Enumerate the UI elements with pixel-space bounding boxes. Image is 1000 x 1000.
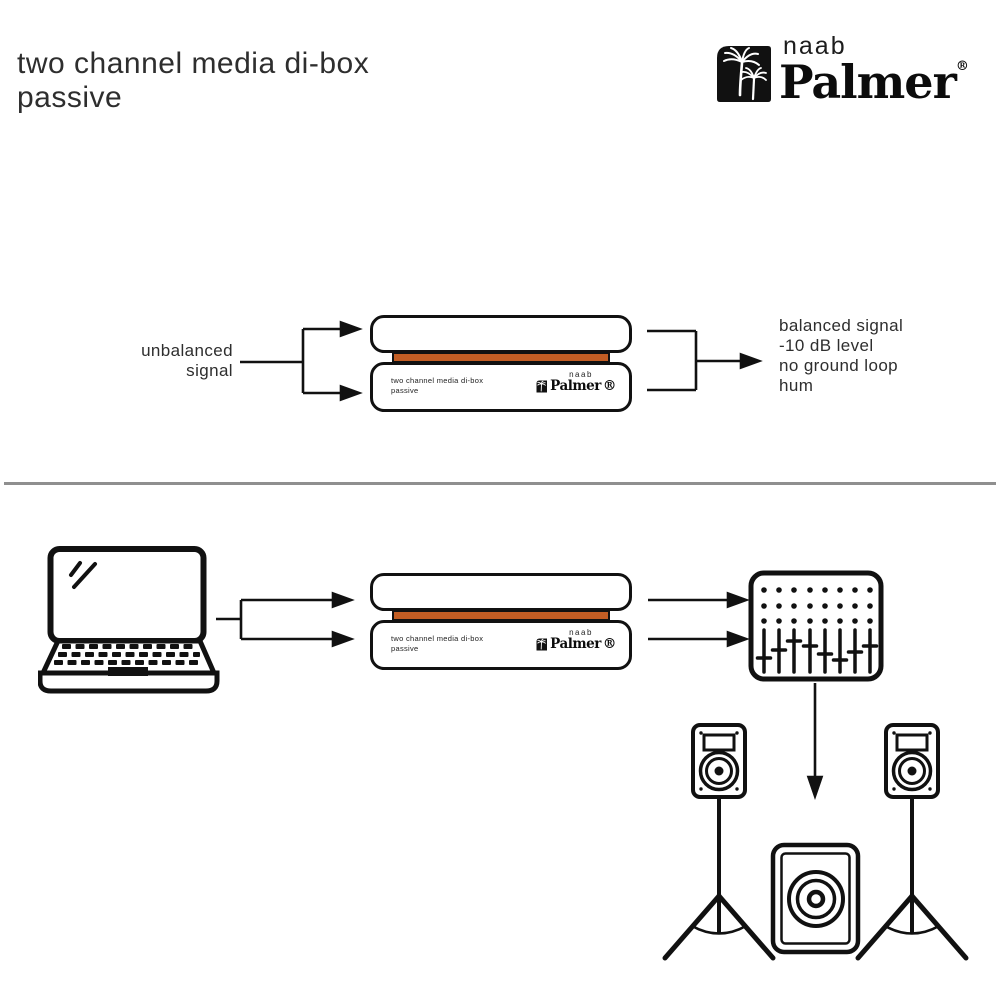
mini-palm-icon bbox=[536, 638, 548, 650]
small-palm-tree bbox=[740, 67, 767, 101]
tripod-brace bbox=[884, 924, 940, 935]
balanced-signal-label: balanced signal -10 dB level no ground l… bbox=[779, 316, 904, 395]
di-box-body: two channel media di-box passive naab Pa… bbox=[370, 620, 632, 670]
speaker-woofer bbox=[891, 750, 933, 792]
speaker-woofer bbox=[698, 750, 740, 792]
brand-logo: naab Palmer® bbox=[716, 32, 969, 109]
laptop-trackpad bbox=[108, 667, 148, 676]
palmer-palm-trees-icon bbox=[717, 46, 771, 103]
mixer-faders bbox=[755, 628, 879, 674]
dibox-to-mixer-arrows bbox=[648, 591, 750, 648]
brand-palmer-text: Palmer® bbox=[779, 55, 969, 109]
di-box-label: two channel media di-box passive bbox=[391, 634, 484, 653]
mini-palm-icon bbox=[536, 380, 548, 392]
brand-wordmark: naab Palmer® bbox=[779, 32, 969, 109]
output-merge-arrow bbox=[647, 329, 763, 392]
speaker-port bbox=[702, 733, 736, 752]
di-box-brand-logo: naab Palmer® bbox=[533, 628, 619, 651]
laptop-keys bbox=[54, 644, 200, 676]
input-split-arrows bbox=[240, 320, 363, 402]
mixer-panel bbox=[748, 570, 884, 682]
speaker-screws bbox=[699, 731, 739, 791]
laptop-base bbox=[38, 670, 220, 694]
mixer-knobs bbox=[761, 587, 873, 624]
di-box-lid bbox=[370, 573, 632, 611]
pa-speakers-illustration bbox=[662, 723, 969, 961]
di-box-body: two channel media di-box passive naab Pa… bbox=[370, 362, 632, 412]
unbalanced-signal-label: unbalanced signal bbox=[141, 341, 233, 380]
di-box-lid bbox=[370, 315, 632, 353]
screen-glare bbox=[69, 561, 97, 589]
laptop-to-dibox-arrows bbox=[216, 591, 355, 648]
page-title: two channel media di-box passive bbox=[17, 47, 369, 115]
subwoofer bbox=[770, 842, 861, 955]
right-speaker bbox=[855, 723, 969, 961]
section-divider bbox=[4, 482, 996, 485]
di-box-label: two channel media di-box passive bbox=[391, 376, 484, 395]
mixer-illustration bbox=[748, 570, 884, 682]
speaker-screws bbox=[892, 731, 932, 791]
registered-mark: ® bbox=[955, 59, 969, 74]
laptop-screen bbox=[47, 546, 207, 644]
subwoofer-woofer bbox=[787, 870, 845, 928]
large-palm-tree bbox=[723, 47, 760, 97]
left-speaker bbox=[662, 723, 776, 961]
page-title-line1: two channel media di-box bbox=[17, 47, 370, 80]
di-box-illustration-top: two channel media di-box passive naab Pa… bbox=[370, 315, 632, 412]
di-box-illustration-bottom: two channel media di-box passive naab Pa… bbox=[370, 573, 632, 670]
di-box-brand-logo: naab Palmer® bbox=[533, 370, 619, 393]
tripod-brace bbox=[691, 924, 747, 935]
page-title-line2: passive bbox=[17, 81, 123, 114]
speaker-port bbox=[895, 733, 929, 752]
brand-naab-text: naab bbox=[783, 32, 847, 60]
laptop-illustration bbox=[38, 546, 220, 694]
